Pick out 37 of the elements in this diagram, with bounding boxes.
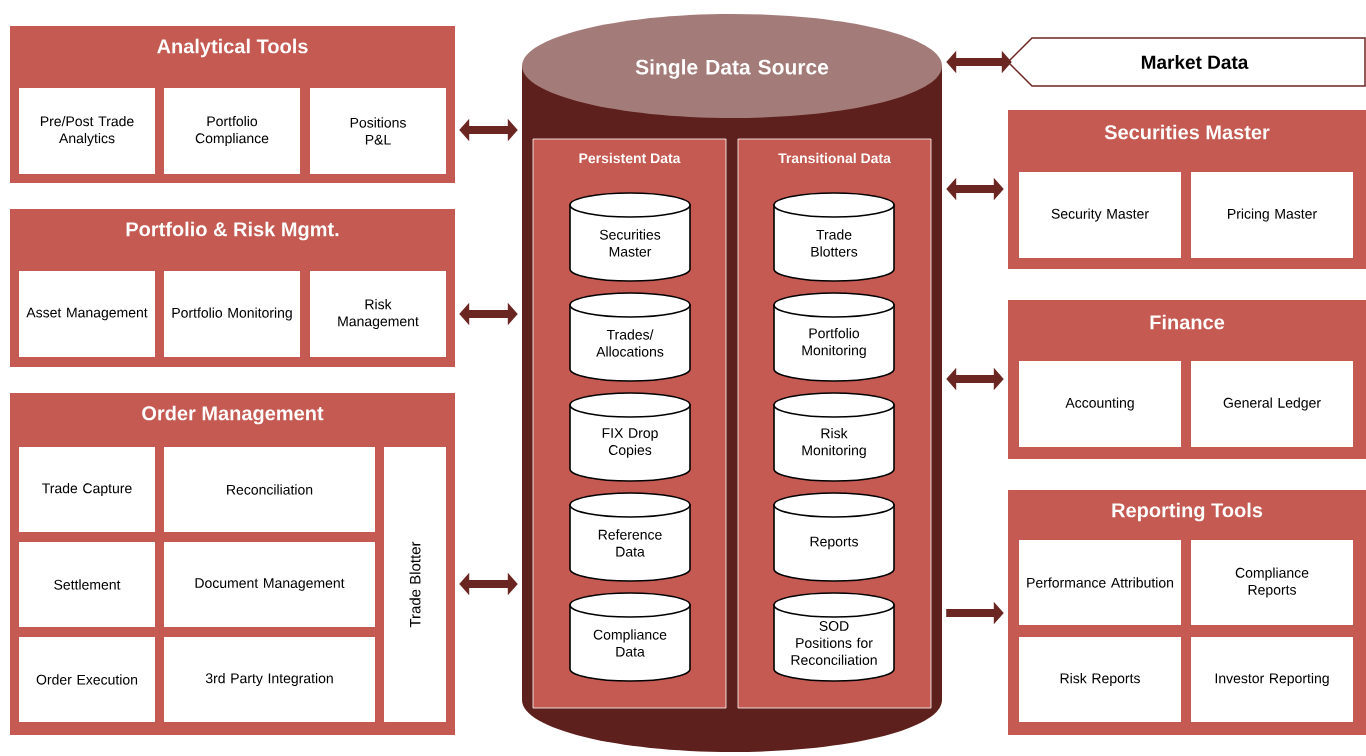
module-box: Portfolio Compliance xyxy=(164,88,300,174)
database-cylinder: Trades/ Allocations xyxy=(569,292,691,382)
double-arrow xyxy=(459,572,518,596)
module-box: Risk Management xyxy=(310,271,446,357)
double-arrow xyxy=(946,50,1012,74)
module-box: Reconciliation xyxy=(164,447,375,532)
double-arrow xyxy=(946,177,1004,201)
module-box: Security Master xyxy=(1019,172,1181,258)
module-box: Positions P&L xyxy=(310,88,446,174)
module-box: Order Execution xyxy=(19,637,155,722)
module-box: Trade Blotter xyxy=(384,447,446,722)
database-cylinder: Compliance Data xyxy=(569,592,691,682)
module-box: Portfolio Monitoring xyxy=(164,271,300,357)
module-box: Asset Management xyxy=(19,271,155,357)
database-cylinder: Securities Master xyxy=(569,192,691,282)
module-box: Document Management xyxy=(164,542,375,627)
module-box: Risk Reports xyxy=(1019,637,1181,722)
module-box: Pre/Post Trade Analytics xyxy=(19,88,155,174)
double-arrow xyxy=(459,302,518,326)
module-box: Investor Reporting xyxy=(1191,637,1353,722)
double-arrow xyxy=(459,118,518,142)
database-cylinder: FIX Drop Copies xyxy=(569,392,691,482)
module-box: Pricing Master xyxy=(1191,172,1353,258)
database-cylinder: Reports xyxy=(773,492,895,582)
module-box: Performance Attribution xyxy=(1019,540,1181,625)
module-box: Settlement xyxy=(19,542,155,627)
database-cylinder: Trade Blotters xyxy=(773,192,895,282)
database-cylinder: SOD Positions for Reconciliation xyxy=(773,592,895,682)
module-box: Accounting xyxy=(1019,361,1181,447)
double-arrow xyxy=(946,367,1004,391)
database-cylinder: Reference Data xyxy=(569,492,691,582)
database-cylinder: Risk Monitoring xyxy=(773,392,895,482)
module-box: Compliance Reports xyxy=(1191,540,1353,625)
module-box: Trade Capture xyxy=(19,447,155,532)
module-box: 3rd Party Integration xyxy=(164,637,375,722)
module-box: General Ledger xyxy=(1191,361,1353,447)
database-cylinder: Portfolio Monitoring xyxy=(773,292,895,382)
